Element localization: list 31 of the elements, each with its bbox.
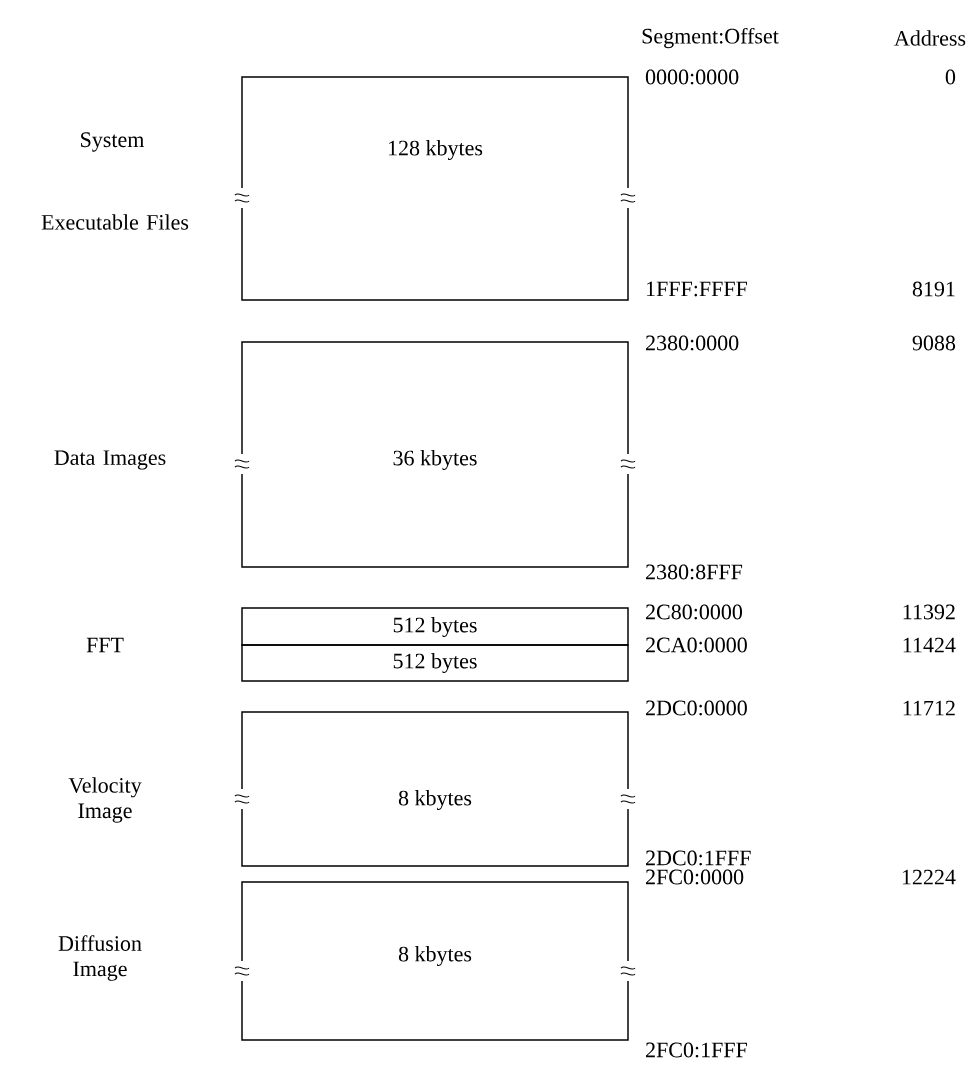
address-label: 2380:8FFF [646, 564, 743, 580]
region-label: System [81, 132, 145, 152]
address-label: 2DC0:0000 [646, 700, 747, 716]
region-label: FFT [86, 637, 124, 653]
address-number: 11424 [903, 637, 956, 653]
address-number: 8191 [912, 281, 955, 297]
column-header: Address [894, 30, 966, 46]
column-header: Segment:Offset [642, 27, 779, 49]
memory-block: 8 kbytes [234, 711, 636, 867]
address-number: 12224 [902, 869, 956, 885]
region-label: Data Images [54, 450, 166, 470]
address-label: 0000:0000 [645, 69, 739, 85]
address-number: 0 [945, 69, 956, 85]
address-number: 9088 [912, 335, 956, 351]
memory-block: 512 bytes [241, 607, 629, 646]
memory-block: 512 bytes [241, 644, 629, 682]
address-label: 2FC0:1FFF [646, 1042, 747, 1058]
address-label: 2C80:0000 [646, 604, 742, 620]
memory-block: 128 kbytes [234, 76, 636, 301]
region-label: Diffusion Image [58, 935, 142, 981]
address-label: 1FFF:FFFF [647, 281, 747, 297]
address-label: 2CA0:0000 [646, 637, 747, 653]
address-number: 11712 [903, 700, 955, 716]
address-number: 11392 [903, 604, 955, 620]
region-label: Executable Files [41, 214, 189, 230]
memory-block: 8 kbytes [234, 881, 636, 1041]
region-label: Velocity Image [68, 777, 142, 823]
memory-block: 36 kbytes [234, 341, 636, 568]
address-label: 2380:0000 [646, 335, 739, 351]
address-label: 2FC0:0000 [646, 869, 744, 885]
address-label: 2DC0:1FFF [646, 850, 751, 866]
